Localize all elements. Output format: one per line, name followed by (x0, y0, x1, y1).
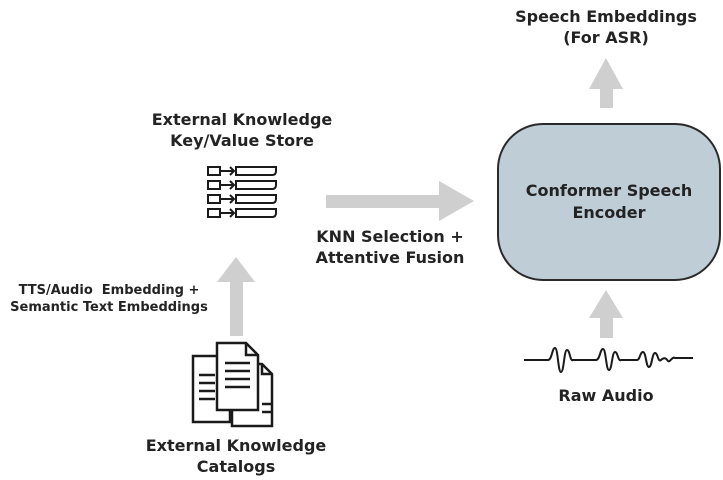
catalogs-title: External Knowledge Catalogs (136, 436, 336, 478)
encoder-title-line1: Conformer Speech (525, 181, 693, 201)
output-title-line1: Speech Embeddings (515, 7, 697, 26)
raw-audio-label: Raw Audio (546, 386, 666, 407)
key-value-store-icon (207, 166, 277, 218)
kv-store-title-line2: Key/Value Store (170, 130, 314, 150)
catalogs-title-line1: External Knowledge (145, 436, 327, 455)
arrow-audio-to-encoder (589, 290, 623, 338)
output-title-line2: (For ASR) (563, 27, 649, 47)
raw-audio-title: Raw Audio (558, 386, 654, 405)
documents-icon (191, 341, 274, 428)
edge-label-embeddings-line1: TTS/Audio Embedding + (18, 283, 200, 298)
catalogs-title-line2: Catalogs (196, 456, 276, 476)
arrow-encoder-to-output (589, 58, 623, 108)
arrow-store-to-encoder (326, 181, 474, 221)
edge-label-knn-line1: KNN Selection + (316, 227, 464, 246)
edge-label-embeddings-line2: Semantic Text Embeddings (10, 299, 208, 315)
kv-store-title-line1: External Knowledge (151, 110, 333, 129)
output-title: Speech Embeddings (For ASR) (506, 7, 706, 49)
edge-label-embeddings: TTS/Audio Embedding + Semantic Text Embe… (0, 283, 218, 317)
conformer-encoder-node: Conformer Speech Encoder (497, 123, 721, 281)
waveform-icon (524, 346, 693, 374)
kv-store-title: External Knowledge Key/Value Store (142, 110, 342, 152)
arrow-catalogs-to-store (217, 257, 255, 336)
encoder-title-line2: Encoder (572, 203, 646, 222)
edge-label-knn: KNN Selection + Attentive Fusion (310, 227, 470, 269)
edge-label-knn-line2: Attentive Fusion (315, 247, 465, 267)
